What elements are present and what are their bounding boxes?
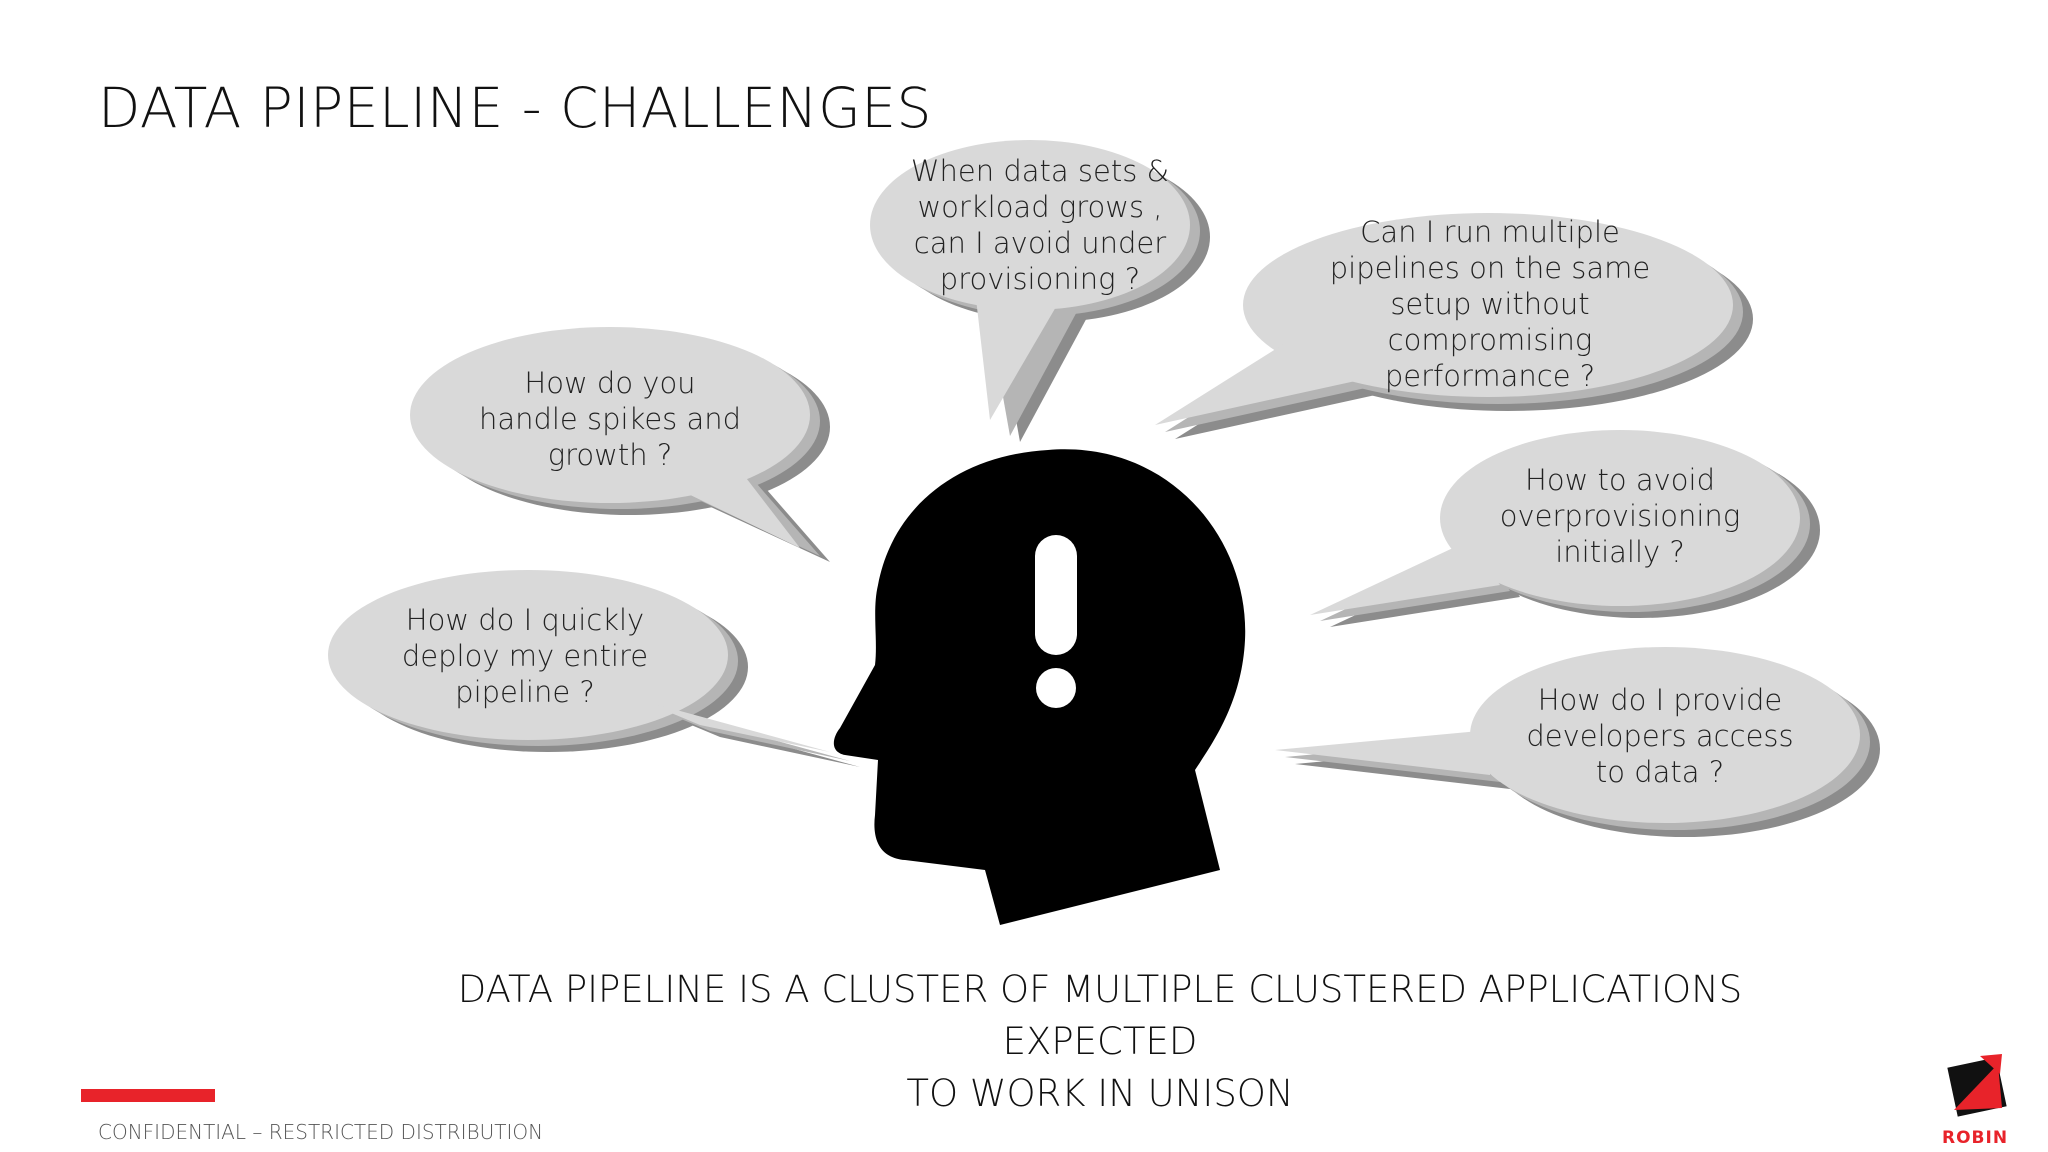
bubble-2-line: performance ? bbox=[1384, 359, 1596, 393]
statement-line-2: TO WORK IN UNISON bbox=[906, 1072, 1294, 1115]
bubble-text-5: How do I quickly deploy my entire pipeli… bbox=[370, 602, 680, 710]
speech-bubble-4 bbox=[1310, 430, 1820, 627]
speech-bubble-3 bbox=[410, 327, 830, 562]
speech-bubble-2 bbox=[1155, 213, 1753, 439]
logo-text: ROBIN bbox=[1942, 1128, 2009, 1148]
bubble-3-line: How do you bbox=[524, 366, 696, 400]
bubble-text-3: How do you handle spikes and growth ? bbox=[450, 365, 770, 473]
bubble-5-line: How do I quickly bbox=[405, 603, 645, 637]
speech-bubble-5 bbox=[328, 570, 860, 767]
statement-line-1: DATA PIPELINE IS A CLUSTER OF MULTIPLE C… bbox=[457, 968, 1743, 1063]
bubble-2-line: pipelines on the same bbox=[1329, 251, 1651, 285]
bubble-6-line: to data ? bbox=[1595, 755, 1725, 789]
footer-accent-bar bbox=[81, 1089, 215, 1102]
bubble-4-line: overprovisioning bbox=[1499, 499, 1741, 533]
bubble-1-line: can I avoid under bbox=[913, 226, 1167, 260]
bubble-5-line: deploy my entire bbox=[401, 639, 649, 673]
slide-title: DATA PIPELINE - CHALLENGES bbox=[98, 76, 932, 140]
bubble-1-line: provisioning ? bbox=[939, 262, 1141, 296]
head-exclamation-icon bbox=[833, 449, 1246, 925]
bubble-1-line: When data sets & bbox=[910, 154, 1170, 188]
bubble-3-line: handle spikes and bbox=[478, 402, 742, 436]
slide-statement: DATA PIPELINE IS A CLUSTER OF MULTIPLE C… bbox=[360, 964, 1840, 1120]
bubble-2-line: compromising bbox=[1387, 323, 1593, 357]
speech-bubble-6 bbox=[1275, 647, 1880, 837]
bubble-4-line: How to avoid bbox=[1525, 463, 1715, 497]
robin-logo-icon bbox=[1947, 1054, 2007, 1117]
bubble-text-1: When data sets & workload grows , can I … bbox=[880, 153, 1200, 297]
bubble-2-line: Can I run multiple bbox=[1360, 215, 1620, 249]
footer-confidential: CONFIDENTIAL – RESTRICTED DISTRIBUTION bbox=[98, 1120, 544, 1144]
bubble-6-line: developers access bbox=[1526, 719, 1794, 753]
bubble-6-line: How do I provide bbox=[1537, 683, 1783, 717]
bubble-3-line: growth ? bbox=[547, 438, 673, 472]
bubble-text-6: How do I provide developers access to da… bbox=[1500, 682, 1820, 790]
bubble-text-4: How to avoid overprovisioning initially … bbox=[1460, 462, 1780, 570]
bubble-text-2: Can I run multiple pipelines on the same… bbox=[1300, 214, 1680, 394]
bubble-4-line: initially ? bbox=[1555, 535, 1685, 569]
bubble-5-line: pipeline ? bbox=[455, 675, 595, 709]
speech-bubble-1 bbox=[870, 140, 1210, 442]
bubble-1-line: workload grows , bbox=[917, 190, 1163, 224]
bubble-2-line: setup without bbox=[1390, 287, 1590, 321]
